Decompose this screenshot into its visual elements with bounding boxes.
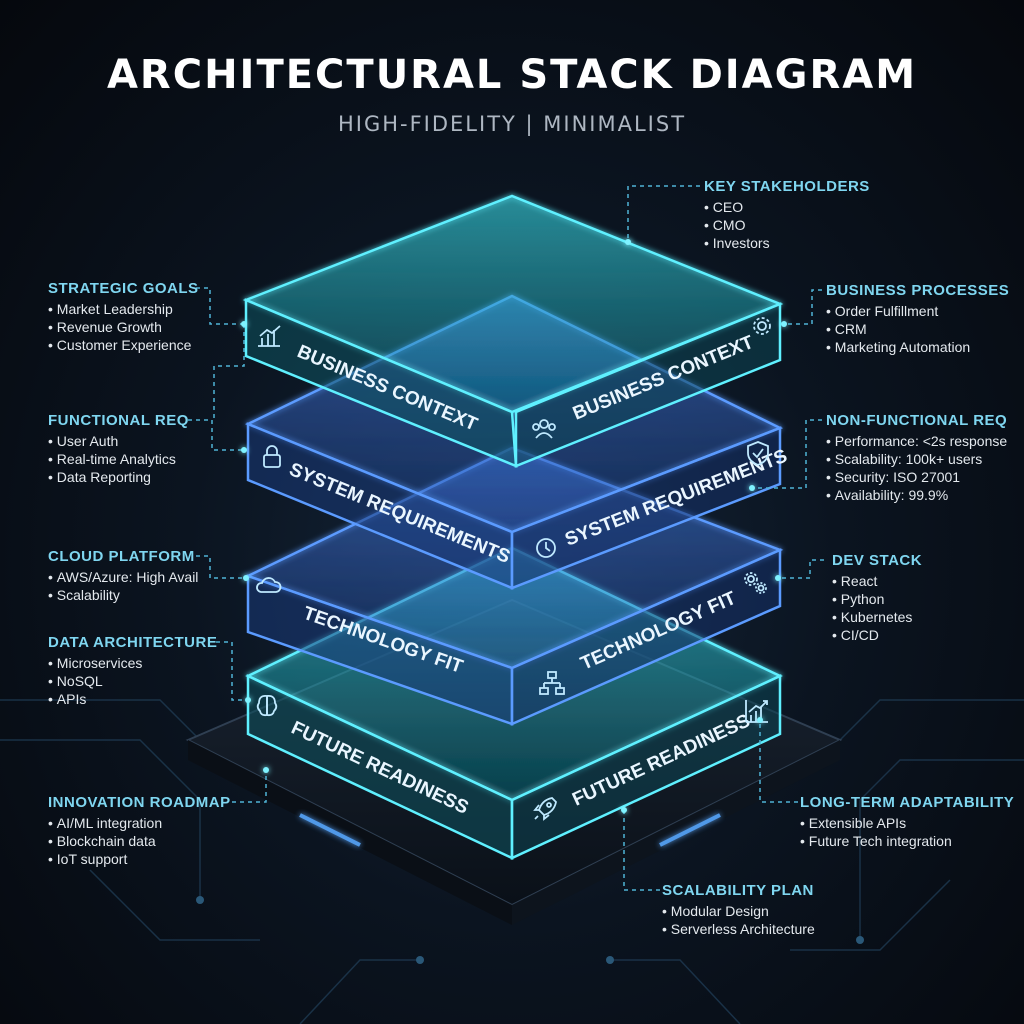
non-functional-req-heading: NON-FUNCTIONAL REQ (826, 412, 1008, 429)
list-item: Python (832, 590, 922, 608)
gears-icon (744, 572, 767, 594)
chart-icon (258, 325, 281, 347)
annotation-innovation-roadmap: INNOVATION ROADMAP AI/ML integration Blo… (48, 794, 231, 868)
list-item: Security: ISO 27001 (826, 468, 1007, 486)
dev-stack-heading: DEV STACK (832, 552, 923, 569)
annotation-dev-stack: DEV STACK React Python Kubernetes CI/CD (832, 552, 922, 644)
annotation-scalability-plan: SCALABILITY PLAN Modular Design Serverle… (662, 882, 815, 938)
list-item: NoSQL (48, 672, 217, 690)
cloud-icon (256, 577, 282, 593)
people-icon (532, 419, 556, 439)
lock-icon (263, 445, 281, 468)
list-item: Blockchain data (48, 832, 231, 850)
functional-req-heading: FUNCTIONAL REQ (48, 412, 189, 429)
list-item: Real-time Analytics (48, 450, 189, 468)
annotation-non-functional-req: NON-FUNCTIONAL REQ Performance: <2s resp… (826, 412, 1007, 504)
list-item: User Auth (48, 432, 189, 450)
strategic-goals-heading: STRATEGIC GOALS (48, 280, 199, 297)
page-subtitle: HIGH-FIDELITY | MINIMALIST (337, 112, 687, 136)
list-item: Performance: <2s response (826, 432, 1007, 450)
list-item: CRM (826, 320, 1009, 338)
list-item: Revenue Growth (48, 318, 199, 336)
list-item: Investors (704, 234, 870, 252)
annotation-data-architecture: DATA ARCHITECTURE Microservices NoSQL AP… (48, 634, 217, 708)
annotation-strategic-goals: STRATEGIC GOALS Market Leadership Revenu… (48, 280, 199, 354)
shield-icon (747, 441, 769, 466)
data-architecture-heading: DATA ARCHITECTURE (48, 634, 218, 651)
layer-business-context (242, 194, 784, 468)
list-item: Kubernetes (832, 608, 922, 626)
list-item: Microservices (48, 654, 217, 672)
network-icon (539, 671, 565, 695)
list-item: Scalability: 100k+ users (826, 450, 1007, 468)
page-title: ARCHITECTURAL STACK DIAGRAM (106, 52, 918, 98)
gear-icon (753, 317, 771, 335)
innovation-roadmap-heading: INNOVATION ROADMAP (48, 794, 231, 811)
rocket-icon (533, 797, 557, 821)
key-stakeholders-heading: KEY STAKEHOLDERS (704, 178, 870, 195)
annotation-business-processes: BUSINESS PROCESSES Order Fulfillment CRM… (826, 282, 1009, 356)
long-term-adaptability-heading: LONG-TERM ADAPTABILITY (800, 794, 1015, 811)
scalability-plan-heading: SCALABILITY PLAN (662, 882, 814, 899)
list-item: Marketing Automation (826, 338, 1009, 356)
list-item: Customer Experience (48, 336, 199, 354)
connector-lines (188, 185, 824, 891)
annotation-key-stakeholders: KEY STAKEHOLDERS CEO CMO Investors (704, 178, 870, 252)
list-item: Future Tech integration (800, 832, 1014, 850)
list-item: CI/CD (832, 626, 922, 644)
clock-icon (536, 538, 556, 558)
annotation-long-term-adaptability: LONG-TERM ADAPTABILITY Extensible APIs F… (800, 794, 1014, 850)
list-item: IoT support (48, 850, 231, 868)
business-processes-heading: BUSINESS PROCESSES (826, 282, 1010, 299)
annotation-functional-req: FUNCTIONAL REQ User Auth Real-time Analy… (48, 412, 189, 486)
list-item: Modular Design (662, 902, 815, 920)
list-item: CMO (704, 216, 870, 234)
list-item: AI/ML integration (48, 814, 231, 832)
list-item: Market Leadership (48, 300, 199, 318)
list-item: Serverless Architecture (662, 920, 815, 938)
list-item: Scalability (48, 586, 198, 604)
list-item: React (832, 572, 922, 590)
list-item: CEO (704, 198, 870, 216)
list-item: APIs (48, 690, 217, 708)
brain-icon (256, 694, 278, 717)
layer-system-requirements (244, 294, 784, 590)
list-item: Order Fulfillment (826, 302, 1009, 320)
list-item: AWS/Azure: High Avail (48, 568, 199, 586)
annotation-cloud-platform: CLOUD PLATFORM AWS/Azure: High Avail Sca… (48, 548, 198, 604)
cloud-platform-heading: CLOUD PLATFORM (48, 548, 195, 565)
list-item: Extensible APIs (800, 814, 1014, 832)
list-item: Availability: 99.9% (826, 486, 1007, 504)
connector-dots (241, 239, 787, 813)
list-item: Data Reporting (48, 468, 189, 486)
